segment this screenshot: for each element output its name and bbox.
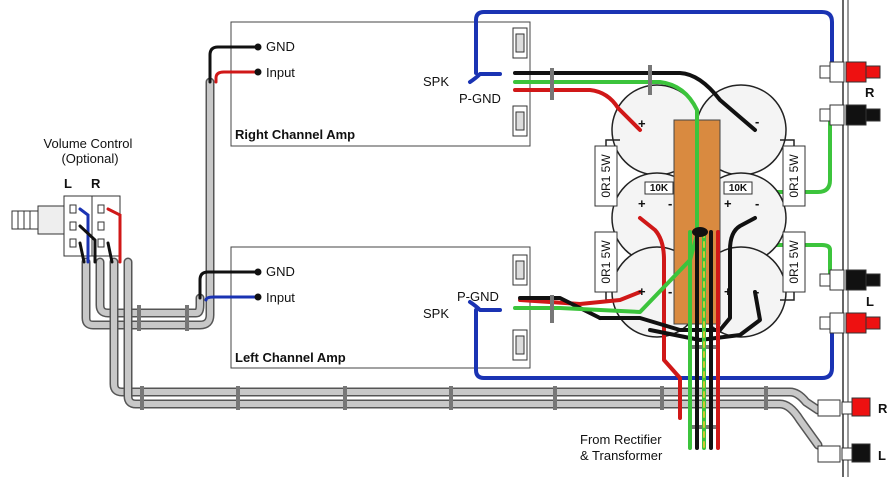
right-amp-pgnd-label: P-GND: [459, 91, 501, 106]
svg-text:+: +: [638, 196, 646, 211]
left-amp-gnd-label: GND: [266, 264, 295, 279]
left-amp-fuses: [512, 254, 528, 361]
svg-text:+: +: [724, 284, 732, 299]
right-amp-box: [230, 21, 531, 147]
speaker-terminal-l-black[interactable]: [819, 269, 881, 291]
right-amp-fuses: [512, 27, 528, 137]
speaker-wires-blue: [468, 10, 834, 380]
left-amp-spk-label: SPK: [423, 306, 449, 321]
volume-control-subtitle: (Optional): [61, 151, 118, 166]
rca-input-r[interactable]: [817, 397, 871, 417]
volume-pot: [11, 195, 121, 257]
svg-text:-: -: [755, 196, 759, 211]
rca-r-label: R: [878, 401, 888, 416]
svg-text:+: +: [638, 116, 646, 131]
speaker-terminal-r-red[interactable]: [819, 61, 881, 83]
speaker-terminal-l-red[interactable]: [819, 312, 881, 334]
pot-wires: [78, 207, 122, 264]
supply-bundle: [688, 230, 720, 450]
volume-control-title: Volume Control: [44, 136, 133, 151]
svg-text:+: +: [638, 284, 646, 299]
speaker-terminal-r-black[interactable]: [819, 104, 881, 126]
volume-left-label: L: [64, 176, 72, 191]
rca-input-l[interactable]: [817, 443, 871, 463]
left-amp-pgnd-label: P-GND: [457, 289, 499, 304]
cable-ties: [137, 305, 768, 410]
bleeder-label-1: 10K: [650, 183, 669, 194]
input-wires: [198, 45, 260, 302]
resistor-label-1: 0R1 5W: [599, 154, 613, 198]
input-terminals: [254, 43, 262, 301]
source-label-line1: From Rectifier: [580, 432, 662, 447]
volume-right-label: R: [91, 176, 101, 191]
resistor-label-2: 0R1 5W: [787, 154, 801, 198]
bleeder-label-2: 10K: [729, 183, 748, 194]
rca-l-label: L: [878, 448, 886, 463]
right-amp-input-label: Input: [266, 65, 295, 80]
svg-text:-: -: [668, 284, 672, 299]
left-amp-title: Left Channel Amp: [235, 350, 346, 365]
speaker-out-r-label: R: [865, 85, 875, 100]
star-ground: [692, 227, 708, 237]
cap-polarity-marks: + - + - + - + - + -: [638, 114, 759, 299]
right-amp-title: Right Channel Amp: [235, 127, 355, 142]
psu-resistors: [594, 145, 806, 293]
left-amp-input-label: Input: [266, 290, 295, 305]
svg-text:-: -: [755, 284, 759, 299]
speaker-out-l-label: L: [866, 294, 874, 309]
right-amp-spk-label: SPK: [423, 74, 449, 89]
resistor-label-4: 0R1 5W: [787, 240, 801, 284]
right-amp-gnd-label: GND: [266, 39, 295, 54]
svg-text:+: +: [724, 196, 732, 211]
source-label-line2: & Transformer: [580, 448, 663, 463]
svg-text:-: -: [668, 196, 672, 211]
resistor-label-3: 0R1 5W: [599, 240, 613, 284]
ground-wires-green: [513, 80, 699, 314]
svg-text:-: -: [755, 114, 759, 129]
shielded-cables: [81, 77, 823, 450]
